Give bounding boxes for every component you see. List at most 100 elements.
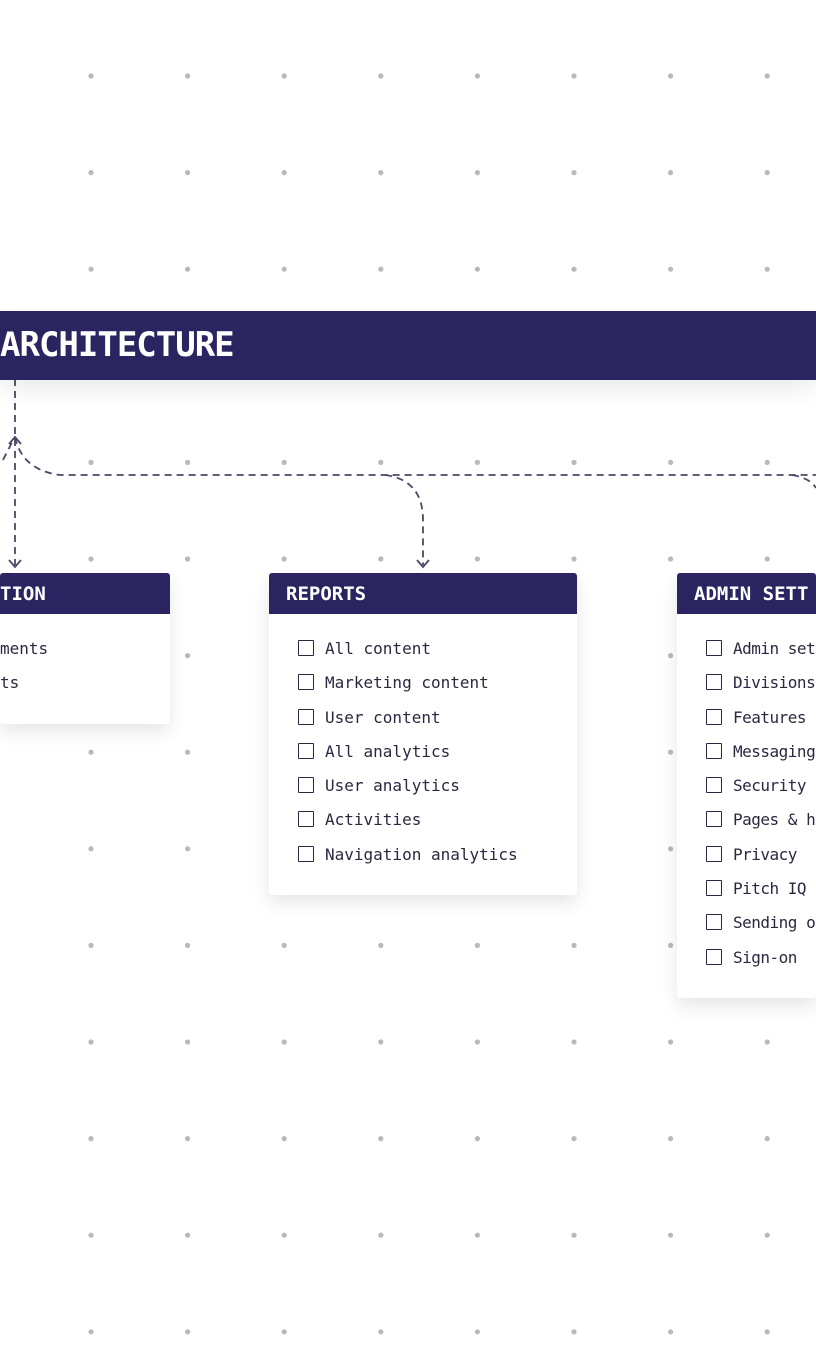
checkbox-empty-icon[interactable]: [706, 845, 722, 862]
grid-dot: [668, 170, 674, 176]
grid-dot: [281, 1232, 287, 1238]
list-item[interactable]: User analytics: [298, 776, 577, 810]
grid-dot: [378, 459, 384, 465]
grid-dot: [378, 1136, 384, 1142]
grid-dot: [281, 170, 287, 176]
grid-dot: [571, 1039, 577, 1045]
grid-dot: [571, 1329, 577, 1335]
grid-dot: [474, 556, 480, 562]
checkbox-empty-icon[interactable]: [298, 777, 314, 794]
checkbox-empty-icon[interactable]: [706, 742, 722, 759]
grid-dot: [571, 556, 577, 562]
grid-dot: [378, 170, 384, 176]
list-item[interactable]: Sign-on: [706, 948, 816, 982]
grid-dot: [185, 1329, 191, 1335]
checkbox-empty-icon[interactable]: [706, 880, 722, 897]
grid-dot: [378, 1232, 384, 1238]
grid-dot: [185, 170, 191, 176]
item-label: Security: [733, 776, 807, 796]
grid-dot: [474, 459, 480, 465]
list-item[interactable]: All analytics: [298, 742, 577, 776]
checkbox-empty-icon[interactable]: [298, 674, 314, 691]
grid-dot: [668, 459, 674, 465]
grid-dot: [668, 1136, 674, 1142]
grid-dot: [88, 170, 94, 176]
grid-dot: [88, 846, 94, 852]
grid-dot: [88, 1039, 94, 1045]
connector-curve-left-up: [14, 436, 816, 476]
grid-dot: [281, 942, 287, 949]
grid-dot: [88, 459, 94, 465]
list-item[interactable]: Features: [706, 708, 816, 742]
grid-dot: [185, 266, 191, 272]
grid-dot: [571, 459, 577, 465]
grid-dot: [281, 556, 287, 562]
grid-dot: [88, 1329, 94, 1335]
checkbox-empty-icon[interactable]: [706, 948, 722, 965]
grid-dot: [88, 749, 94, 755]
list-item[interactable]: User content: [298, 708, 577, 742]
grid-dot: [378, 1039, 384, 1045]
item-label: Marketing content: [325, 673, 489, 693]
checkbox-empty-icon[interactable]: [706, 777, 722, 794]
list-item[interactable]: Pages & h: [706, 810, 816, 844]
list-item[interactable]: Security: [706, 776, 816, 810]
grid-dot: [378, 556, 384, 562]
checkbox-empty-icon[interactable]: [298, 811, 314, 828]
grid-dot: [281, 459, 287, 465]
checkbox-empty-icon[interactable]: [706, 811, 722, 828]
item-label: Admin set: [733, 639, 816, 658]
list-item[interactable]: Pitch IQ: [706, 879, 816, 913]
list-item[interactable]: Navigation analytics: [298, 845, 577, 879]
grid-dot: [764, 170, 770, 176]
list-item[interactable]: Messaging: [706, 742, 816, 776]
grid-dot: [185, 73, 191, 79]
list-item[interactable]: ments: [0, 639, 170, 673]
grid-dot: [474, 942, 480, 949]
checkbox-empty-icon[interactable]: [706, 708, 722, 725]
grid-dot: [764, 459, 770, 465]
connector-branch-admin: [791, 474, 816, 489]
checkbox-empty-icon[interactable]: [706, 640, 722, 656]
arrow-head-icon: [416, 559, 430, 569]
grid-dot: [764, 1136, 770, 1142]
connector-branch-reports: [384, 474, 424, 565]
item-label: All content: [325, 639, 431, 658]
item-label: Pages & h: [733, 810, 816, 830]
grid-dot: [571, 1232, 577, 1238]
checkbox-empty-icon[interactable]: [298, 845, 314, 862]
item-label: User analytics: [325, 776, 460, 796]
grid-dot: [668, 1232, 674, 1238]
list-item[interactable]: Activities: [298, 810, 577, 844]
list-item[interactable]: Marketing content: [298, 673, 577, 707]
list-item[interactable]: Sending o: [706, 913, 816, 947]
grid-dot: [571, 266, 577, 272]
item-label: Messaging: [733, 741, 816, 761]
grid-dot: [668, 942, 674, 949]
grid-dot: [185, 846, 191, 852]
checkbox-empty-icon[interactable]: [298, 742, 314, 759]
list-item[interactable]: Divisions: [706, 673, 816, 707]
grid-dot: [185, 1136, 191, 1142]
list-item[interactable]: ts: [0, 673, 170, 707]
checkbox-empty-icon[interactable]: [706, 914, 722, 931]
grid-dot: [378, 73, 384, 79]
grid-dot: [571, 73, 577, 79]
checkbox-empty-icon[interactable]: [298, 708, 314, 725]
item-label: Navigation analytics: [325, 844, 518, 864]
list-item[interactable]: Admin set: [706, 639, 816, 673]
grid-dot: [185, 942, 191, 949]
checkbox-empty-icon[interactable]: [298, 640, 314, 656]
grid-dot: [764, 1039, 770, 1045]
checkbox-empty-icon[interactable]: [706, 674, 722, 691]
list-item[interactable]: All content: [298, 639, 577, 673]
list-item[interactable]: Privacy: [706, 845, 816, 879]
grid-dot: [88, 266, 94, 272]
